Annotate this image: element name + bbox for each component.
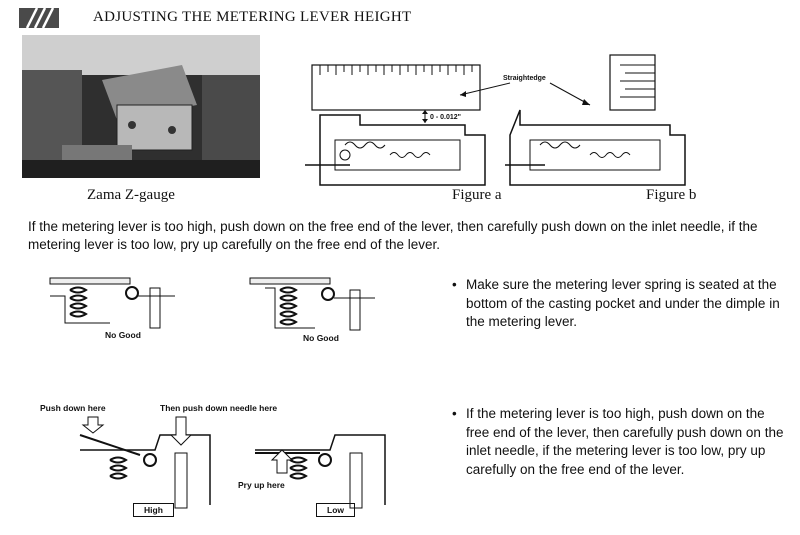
push-down-needle-label: Then push down needle here: [160, 403, 278, 413]
gap-label: 0 - 0.012": [430, 114, 461, 121]
figures-ab-diagram: [305, 54, 686, 186]
no-good-label-right: No Good: [303, 333, 339, 343]
bullet-icon: •: [452, 277, 457, 292]
low-label: Low: [316, 503, 355, 517]
header-logo-icon: [19, 7, 59, 29]
no-good-label-left: No Good: [105, 330, 141, 340]
high-label: High: [133, 503, 174, 517]
bullet-icon: •: [452, 406, 457, 421]
figure-a-caption: Figure a: [452, 187, 502, 203]
bullet-item-2: • If the metering lever is too high, pus…: [452, 405, 786, 479]
figure-b-caption: Figure b: [646, 187, 697, 203]
pry-up-here-label: Pry up here: [238, 480, 285, 490]
photo-caption: Zama Z-gauge: [87, 187, 175, 203]
bullet-text-2: If the metering lever is too high, push …: [466, 406, 784, 477]
high-low-diagrams: [79, 416, 386, 509]
straightedge-label: Straightedge: [503, 75, 546, 82]
z-gauge-photo: [22, 35, 260, 178]
no-good-diagrams: [49, 277, 375, 331]
page-title: ADJUSTING THE METERING LEVER HEIGHT: [93, 9, 412, 25]
push-down-here-label: Push down here: [40, 403, 106, 413]
bullet-item-1: • Make sure the metering lever spring is…: [452, 276, 786, 332]
bullet-text-1: Make sure the metering lever spring is s…: [466, 277, 780, 329]
instruction-paragraph: If the metering lever is too high, push …: [28, 219, 758, 252]
